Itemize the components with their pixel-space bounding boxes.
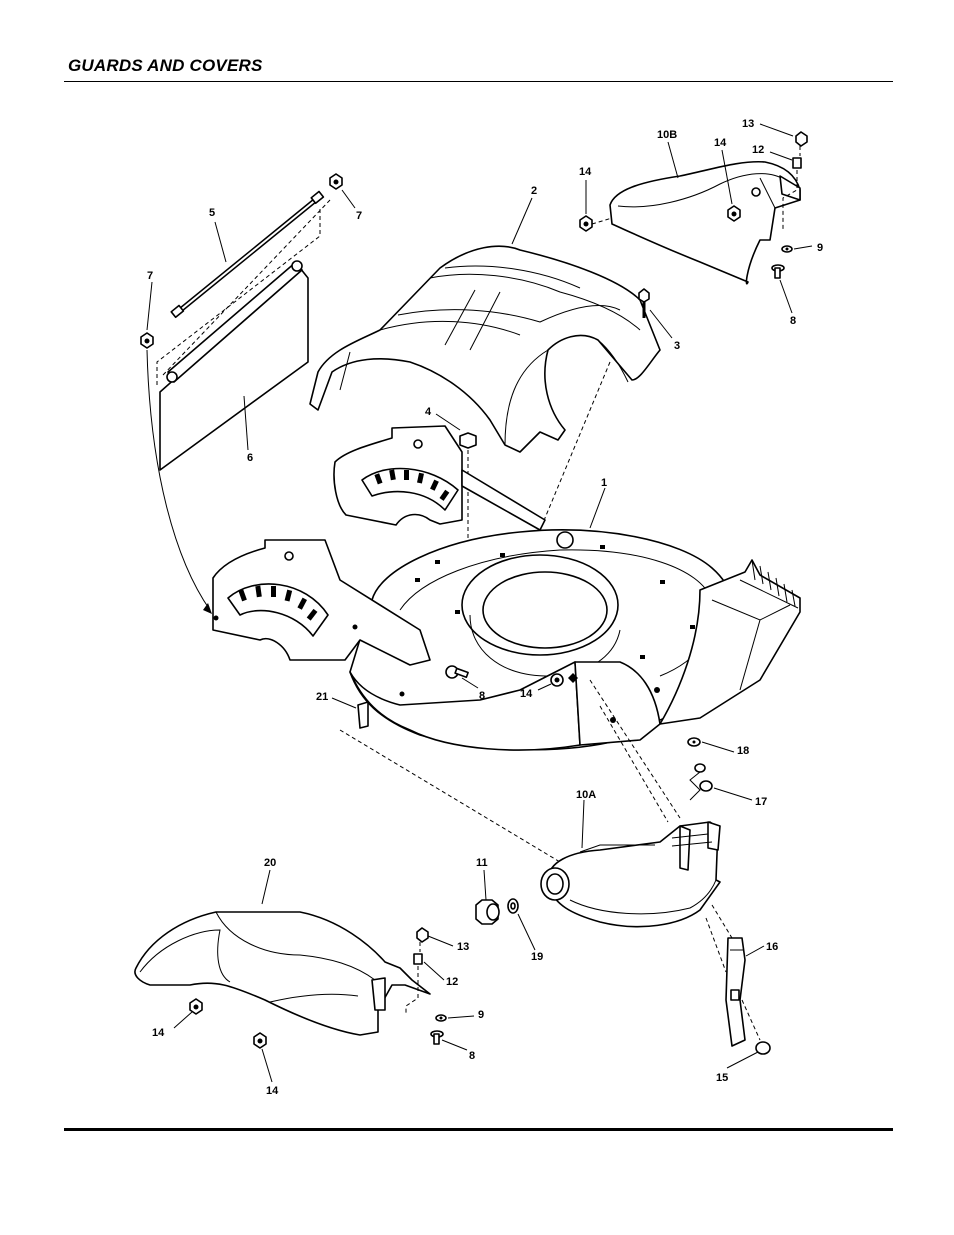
callout-8-lower: 8 xyxy=(469,1050,475,1062)
front-height-bracket xyxy=(212,539,431,666)
callout-10a: 10A xyxy=(576,789,596,801)
nut-part-14-lower-middle xyxy=(253,1032,267,1049)
callout-2: 2 xyxy=(531,185,537,197)
callout-8-middle: 8 xyxy=(479,690,485,702)
plug-part-4 xyxy=(459,432,477,449)
mulch-cover-part-20 xyxy=(134,911,431,1036)
callout-19: 19 xyxy=(531,951,543,963)
callout-17: 17 xyxy=(755,796,767,808)
nut-part-14-top-right xyxy=(727,205,741,222)
washer-part-9-top xyxy=(781,245,793,253)
callout-16: 16 xyxy=(766,941,778,953)
rear-flap-part-6 xyxy=(159,260,309,471)
callout-13-lower: 13 xyxy=(457,941,469,953)
callout-1: 1 xyxy=(601,477,607,489)
spring-part-17 xyxy=(689,763,713,801)
callout-14-lower-left: 14 xyxy=(152,1027,165,1039)
washer-part-19 xyxy=(507,898,519,914)
nut-part-7-left xyxy=(140,332,154,349)
chute-assembly-dash-1 xyxy=(599,705,669,823)
discharge-chute-part-10a xyxy=(540,821,721,928)
side-chute-dash-1 xyxy=(591,217,613,225)
callout-3: 3 xyxy=(674,340,680,352)
nut-part-7-top xyxy=(329,173,343,190)
callout-labels: 1 2 3 4 5 6 7 7 8 8 8 9 9 10A 10B 11 12 … xyxy=(147,118,823,1097)
callout-14-top-right: 14 xyxy=(714,137,727,149)
knob-part-11 xyxy=(475,899,500,925)
bolt-part-8-lower xyxy=(430,1030,444,1045)
rear-height-bracket xyxy=(333,425,546,531)
callout-14-top-left: 14 xyxy=(579,166,592,178)
callout-21: 21 xyxy=(316,691,328,703)
callout-11: 11 xyxy=(476,857,488,869)
callout-9-top: 9 xyxy=(817,242,823,254)
screw-part-3 xyxy=(638,288,650,318)
nut-part-13-lower xyxy=(416,927,429,943)
spacer-part-12-top xyxy=(792,157,802,169)
clip-assembly-dash xyxy=(339,729,561,863)
callout-10b: 10B xyxy=(657,129,677,141)
leader-lines xyxy=(146,123,813,1083)
rod-part-5 xyxy=(170,190,325,319)
side-chute-part-10b xyxy=(609,160,801,285)
callout-5: 5 xyxy=(209,207,215,219)
footer-divider xyxy=(64,1128,893,1131)
mower-deck-part-1 xyxy=(349,529,801,751)
callout-14-middle: 14 xyxy=(520,688,533,700)
deck-fastener-marker xyxy=(568,673,578,683)
nut-part-13-top xyxy=(795,131,808,147)
callout-13-top: 13 xyxy=(742,118,754,130)
callout-15: 15 xyxy=(716,1072,728,1084)
bolt-part-8-middle xyxy=(445,665,469,679)
spacer-part-12-lower xyxy=(413,953,423,965)
side-chute-dash-2 xyxy=(782,146,801,230)
page-title: GUARDS AND COVERS xyxy=(68,56,263,75)
mulch-cover-dash xyxy=(405,942,421,1014)
upper-cover-part-2 xyxy=(309,245,661,453)
clip-part-21 xyxy=(357,691,405,729)
nut-part-14-lower-left xyxy=(189,998,203,1015)
washer-part-18 xyxy=(687,737,701,747)
callout-7-left: 7 xyxy=(147,270,153,282)
arrow-part-7-to-deck xyxy=(146,349,211,611)
arrow-head-7 xyxy=(203,603,212,614)
latch-dash-2 xyxy=(711,904,733,939)
callout-12-top: 12 xyxy=(752,144,764,156)
flap-assembly-dashes xyxy=(156,199,331,385)
header-divider xyxy=(64,81,893,82)
latch-dash-3 xyxy=(741,999,761,1041)
callout-8-top: 8 xyxy=(790,315,796,327)
callout-20: 20 xyxy=(264,857,276,869)
callout-7-top: 7 xyxy=(356,210,362,222)
callout-18: 18 xyxy=(737,745,749,757)
callout-14-lower-middle: 14 xyxy=(266,1085,279,1097)
washer-part-9-lower xyxy=(435,1014,447,1022)
latch-part-16 xyxy=(725,937,746,1047)
callout-9-lower: 9 xyxy=(478,1009,484,1021)
callout-4: 4 xyxy=(425,406,432,418)
nut-part-14-top-left xyxy=(579,215,593,232)
callout-12-lower: 12 xyxy=(446,976,458,988)
latch-dash-1 xyxy=(705,917,727,973)
cap-part-15 xyxy=(755,1041,771,1055)
nut-part-14-middle xyxy=(550,673,564,687)
callout-6: 6 xyxy=(247,452,253,464)
cover-assembly-dash xyxy=(539,361,611,531)
bolt-part-8-top xyxy=(771,264,785,279)
